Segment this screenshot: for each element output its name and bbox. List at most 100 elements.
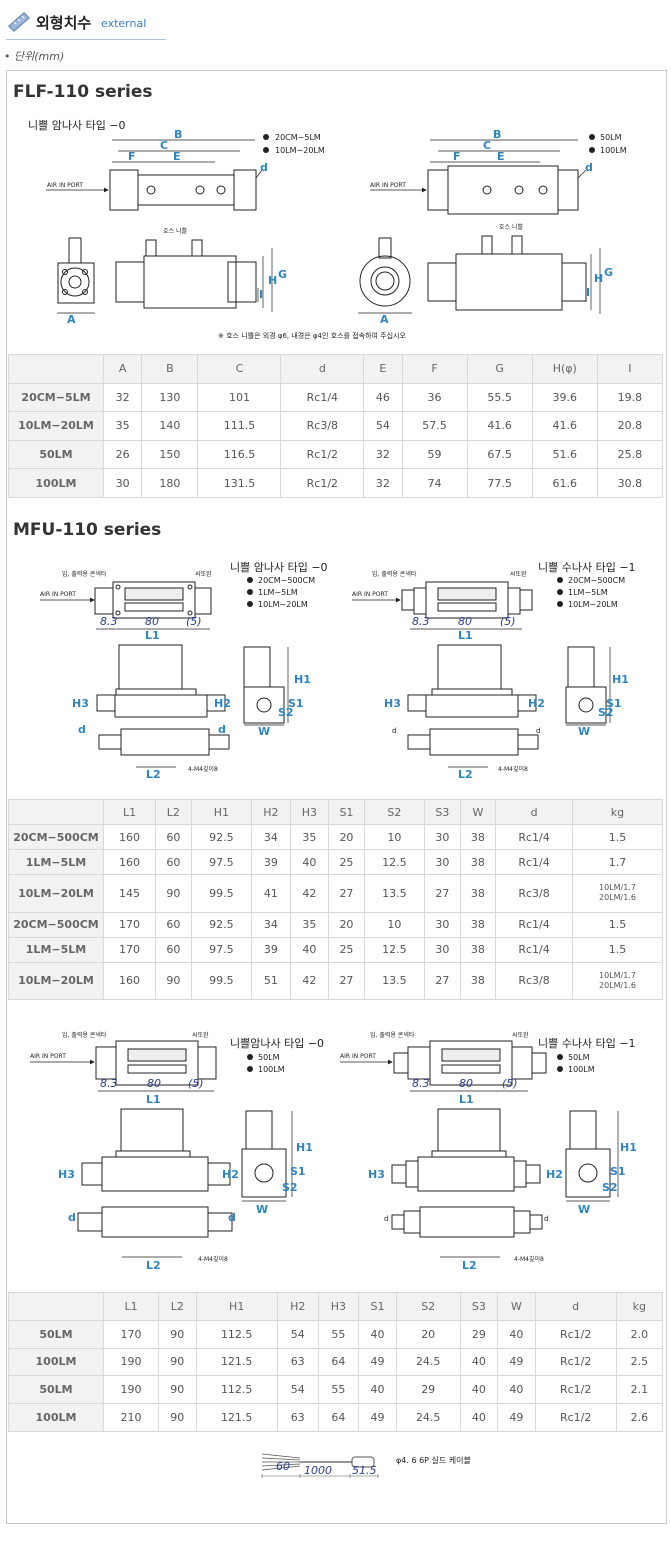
dim-label: C (160, 139, 168, 152)
mfu-b-right-top-view (340, 1040, 547, 1092)
dim-label: H3 (58, 1168, 75, 1181)
mfu-type-label: 니쁠 수나사 타입 −1 (538, 561, 636, 574)
air-in-label: AIR IN PORT (40, 591, 76, 598)
flf-left-top-view (46, 139, 263, 211)
mfu-drawing-b: 니쁠암나사 타입 −0 니쁠 수나사 타입 −1 50LM 100LM 50LM… (30, 1031, 637, 1272)
legend-item: 10LM∼20LM (275, 146, 325, 155)
dim-label: S2 (602, 1181, 618, 1194)
dim-number: 8.3 (100, 1077, 118, 1090)
dim-label: B (174, 128, 182, 141)
legend-dot (557, 601, 563, 607)
dim-label: L2 (458, 768, 473, 781)
air-in-label: AIR IN PORT (370, 182, 406, 189)
dim-label: H1 (612, 673, 629, 686)
dim-label-small: d (544, 1215, 548, 1223)
dim-label: L1 (145, 629, 160, 642)
legend-item: 20CM∼500CM (568, 576, 625, 585)
air-in-label: AIR IN PORT (352, 591, 388, 598)
legend-item: 20CM∼500CM (258, 576, 315, 585)
flf-right-end-view (358, 237, 412, 314)
dim-label: E (173, 150, 181, 163)
legend-dot (247, 1066, 253, 1072)
legend-item: 10LM∼20LM (258, 600, 308, 609)
dim-label: S1 (606, 697, 622, 710)
dim-label: d (585, 161, 593, 174)
dim-number: (5) (502, 1077, 518, 1090)
cable-drawing: 60 1000 51.5 φ4. 6 6P 실드 케이블 (261, 1453, 471, 1478)
dim-label: S2 (598, 706, 614, 719)
bolt-label: 4-M4깊이8 (198, 1255, 228, 1263)
air-in-label: AIR IN PORT (30, 1053, 66, 1060)
dim-label: F (128, 150, 136, 163)
dim-label: H3 (72, 697, 89, 710)
valve-label: 씨또완 (192, 1031, 209, 1039)
flf-right-top-view (370, 139, 587, 215)
dim-label: H2 (222, 1168, 239, 1181)
legend-item: 50LM (568, 1053, 590, 1062)
legend-dot (557, 1054, 563, 1060)
legend-item: 50LM (258, 1053, 280, 1062)
legend-item: 1LM∼5LM (258, 588, 298, 597)
bolt-label: 4-M4깊이8 (188, 765, 218, 773)
bolt-label: 4-M4깊이8 (498, 765, 528, 773)
dim-label: W (578, 1203, 590, 1216)
dim-label: H1 (620, 1141, 637, 1154)
hose-note: ※ 호스 니쁠은 외경 φ6, 내경은 φ4인 호스를 접속하여 주십시오 (218, 331, 406, 340)
legend-dot (247, 577, 253, 583)
dim-label: F (453, 150, 461, 163)
dim-label-small: d (536, 727, 540, 735)
connector-label: 입, 출력용 콘넥타 (62, 570, 107, 578)
dim-label: H1 (294, 673, 311, 686)
dim-label: A (67, 313, 76, 326)
dim-label: L1 (459, 1093, 474, 1106)
connector-label: 입, 출력용 콘넥타 (370, 1031, 415, 1039)
hose-label: 호스 니쁠 (499, 223, 523, 231)
dim-label: L2 (146, 768, 161, 781)
dim-label: I (586, 286, 590, 299)
section-header: 외형치수 external (6, 8, 661, 40)
dim-number: 1000 (304, 1464, 332, 1477)
dim-label: L2 (462, 1259, 477, 1272)
dim-label: S2 (282, 1181, 298, 1194)
valve-label: 씨또완 (510, 570, 527, 578)
air-in-label: AIR IN PORT (340, 1053, 376, 1060)
dim-label: H2 (214, 697, 231, 710)
dim-label: L1 (146, 1093, 161, 1106)
dim-label: W (258, 725, 270, 738)
dim-number: 80 (147, 1077, 161, 1090)
dim-label: I (259, 288, 263, 301)
dim-label: H (594, 272, 603, 285)
legend-item: 10LM∼20LM (568, 600, 618, 609)
dim-label: S1 (288, 697, 304, 710)
mfu-type-label: 니쁠 수나사 타입 −1 (538, 1037, 636, 1050)
mfu-left-front-view (96, 644, 289, 768)
bolt-label: 4-M4깊이8 (514, 1255, 544, 1263)
mfu-right-front-view (407, 644, 611, 768)
flf-drawing: 니쁠 암나사 타입 −0 20CM∼5LM 10LM∼20LM 50LM 100… (28, 119, 627, 340)
dim-number: 60 (276, 1460, 290, 1473)
dim-label: A (380, 313, 389, 326)
legend-item: 1LM∼5LM (568, 588, 608, 597)
mfu-b-left-front-view (77, 1108, 293, 1258)
ruler-icon (8, 12, 30, 32)
dim-number: 8.3 (412, 1077, 430, 1090)
dim-label: G (278, 268, 287, 281)
dim-label: d (68, 1211, 76, 1224)
dim-label: B (493, 128, 501, 141)
dim-number: 80 (458, 615, 472, 628)
dim-label: d (78, 723, 86, 736)
header-underline (6, 39, 166, 40)
dim-label: E (497, 150, 505, 163)
dim-label: H3 (384, 697, 401, 710)
legend-dot (589, 147, 595, 153)
connector-label: 입, 출력용 콘넥타 (372, 570, 417, 578)
dim-number: 8.3 (412, 615, 430, 628)
flf-series-title: FLF-110 series (13, 82, 153, 102)
